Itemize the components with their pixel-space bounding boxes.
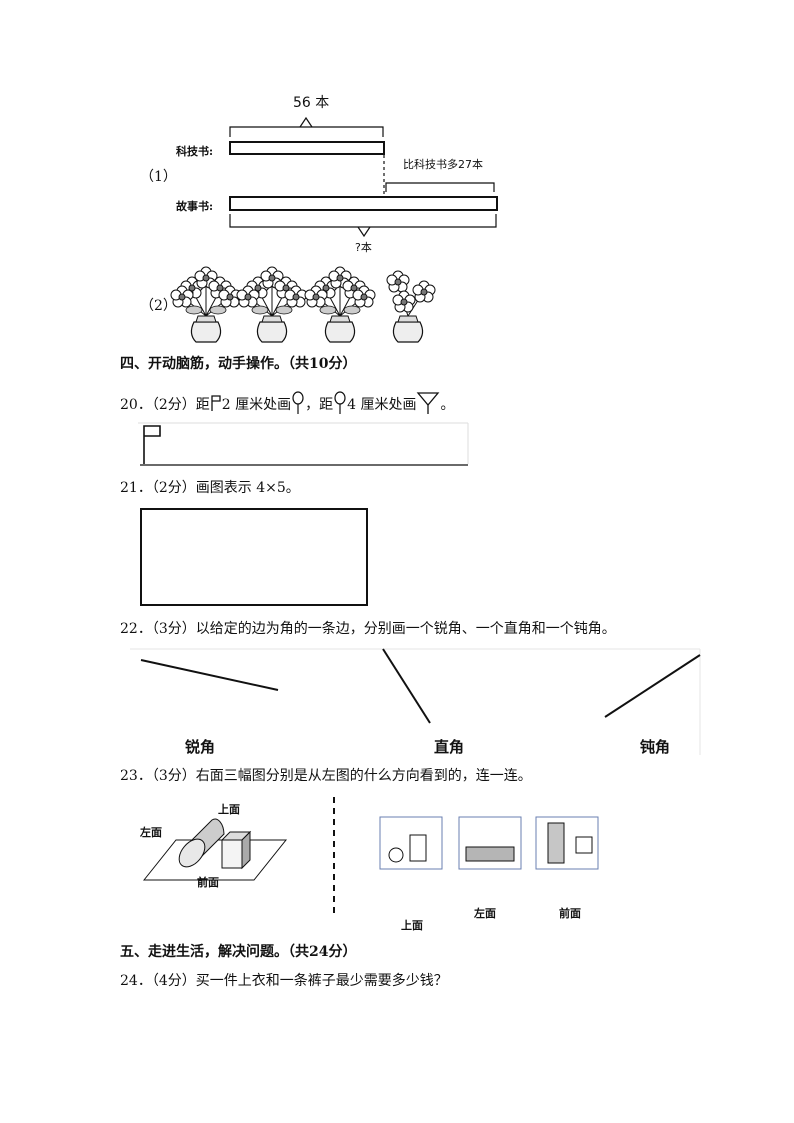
vase-2 — [236, 266, 308, 343]
q22-number: 22． — [120, 621, 152, 637]
q22-text: 以给定的边为角的一条边，分别画一个锐角、一个直角和一个钝角。 — [195, 621, 616, 637]
flower-vases-figure — [170, 266, 436, 343]
obtuse-ray — [604, 654, 701, 718]
view-left — [458, 816, 522, 870]
q20-score: （2分） — [151, 397, 196, 413]
q22-line: 22．（3分）以给定的边为角的一条边，分别画一个锐角、一个直角和一个钝角。 — [120, 620, 616, 638]
q23-line: 23．（3分）右面三幅图分别是从左图的什么方向看到的，连一连。 — [120, 767, 532, 785]
scene-top-label: 上面 — [218, 803, 240, 816]
view-label-top: 上面 — [401, 919, 423, 932]
acute-ray — [140, 659, 279, 691]
sci-book-label: 科技书: — [176, 145, 214, 158]
right-angle-ray — [382, 648, 431, 724]
vase-3 — [304, 266, 376, 343]
q23-divider — [333, 797, 335, 917]
q24-number: 24． — [120, 973, 152, 989]
total-label: 56 本 — [293, 95, 330, 111]
q21-text: 画图表示 4×5。 — [195, 480, 300, 496]
q21-line: 21．（2分）画图表示 4×5。 — [120, 479, 300, 497]
sci-book-bar — [229, 141, 385, 155]
vase-1 — [170, 266, 242, 343]
q20-number: 20． — [120, 397, 152, 413]
obtuse-label: 钝角 — [640, 738, 671, 756]
q21-score: （2分） — [151, 480, 196, 496]
right-angle-label: 直角 — [434, 738, 465, 756]
view-label-left: 左面 — [474, 907, 496, 920]
flag-icon — [211, 395, 221, 411]
q23-score: （3分） — [151, 768, 196, 784]
funnel-icon — [417, 392, 440, 414]
q22-score: （3分） — [151, 621, 196, 637]
q24-score: （4分） — [151, 973, 196, 989]
part1-index: （1） — [140, 169, 177, 185]
q20-text-a: 距 — [195, 397, 210, 413]
bar-model-braces — [229, 116, 497, 238]
q23-3d-scene — [142, 818, 288, 881]
q22-angle-rays — [130, 648, 701, 755]
q20-text-b: 2 厘米处画 — [221, 397, 292, 413]
more-label: 比科技书多27本 — [403, 158, 483, 171]
scene-front-label: 前面 — [197, 876, 219, 889]
vase-4 — [386, 270, 436, 343]
question-label: ?本 — [355, 241, 372, 254]
q24-line: 24．（4分）买一件上衣和一条裤子最少需要多少钱？ — [120, 972, 448, 990]
view-label-front: 前面 — [559, 907, 581, 920]
story-book-bar — [229, 196, 498, 211]
view-front — [535, 816, 599, 870]
q23-number: 23． — [120, 768, 152, 784]
tree-icon — [292, 391, 304, 414]
tree-icon — [334, 391, 346, 414]
q20-text-c: ，距 — [305, 397, 334, 413]
section4-title: 四、开动脑筋，动手操作。（共10分） — [120, 356, 357, 372]
part2-index: （2） — [140, 298, 177, 314]
q23-views — [379, 816, 599, 870]
q24-text: 买一件上衣和一条裤子最少需要多少钱？ — [195, 973, 448, 989]
q20-drawing-area — [138, 422, 469, 466]
q20-text-d: 4 厘米处画 — [347, 397, 417, 413]
q21-drawing-box[interactable] — [140, 508, 368, 606]
story-book-label: 故事书: — [176, 200, 214, 213]
q21-number: 21． — [120, 480, 152, 496]
acute-label: 锐角 — [185, 738, 216, 756]
q20-text-e: 。 — [440, 397, 455, 413]
q23-text: 右面三幅图分别是从左图的什么方向看到的，连一连。 — [195, 768, 532, 784]
view-top — [379, 816, 443, 870]
section5-title: 五、走进生活，解决问题。（共24分） — [120, 944, 357, 960]
q20-line: 20．（2分）距 2 厘米处画 ，距 4 厘米处画 。 — [120, 391, 454, 415]
scene-left-label: 左面 — [140, 826, 162, 839]
